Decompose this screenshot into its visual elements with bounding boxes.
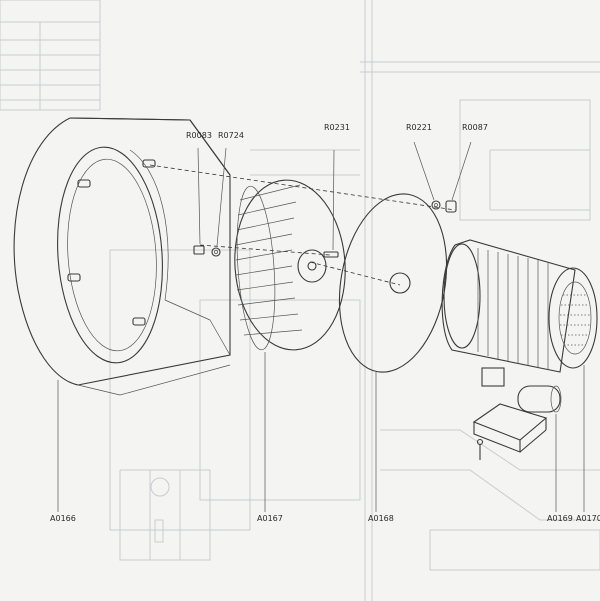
electric-motor — [441, 239, 598, 512]
capacitor-and-box — [472, 385, 562, 512]
label-washer-left: R0724 — [218, 131, 244, 140]
label-screw-center: R0231 — [324, 123, 350, 132]
label-washer-right: R0221 — [406, 123, 432, 132]
fan-housing — [13, 117, 231, 512]
label-housing: A0166 — [50, 514, 76, 523]
bolt-washer-left — [193, 147, 227, 257]
label-nut-right: R0087 — [462, 123, 488, 132]
back-plate — [338, 141, 472, 512]
part-labels: R0083 R0724 R0231 R0221 R0087 A0166 A016… — [50, 123, 600, 523]
label-impeller: A0167 — [257, 514, 283, 523]
label-capacitor: A0169 — [547, 514, 573, 523]
label-bolt-left: R0083 — [186, 131, 212, 140]
label-plate: A0168 — [368, 514, 394, 523]
label-motor: A0170 — [576, 514, 600, 523]
impeller-wheel — [234, 149, 346, 512]
assembly-axis-lines — [149, 164, 456, 286]
